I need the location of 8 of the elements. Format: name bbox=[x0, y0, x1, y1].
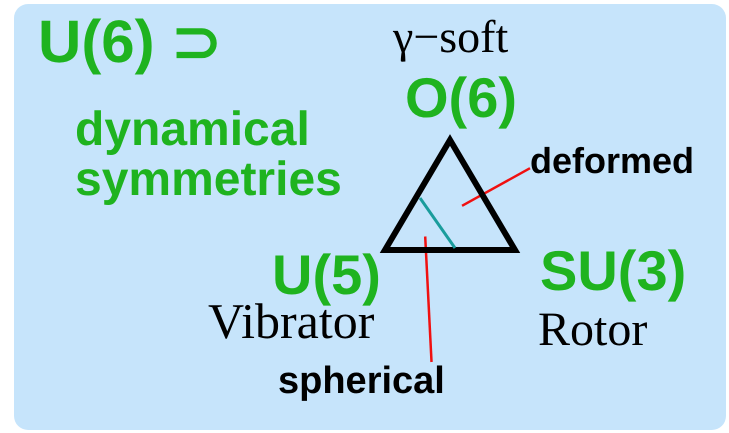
heading: dynamical symmetries bbox=[75, 105, 343, 206]
callout-label: deformed bbox=[530, 143, 694, 179]
leader-line bbox=[461, 167, 531, 207]
vertex-caption: Rotor bbox=[538, 306, 648, 354]
vertex-caption: γ−soft bbox=[393, 14, 508, 60]
group-label: U(6) ⊃ bbox=[38, 12, 222, 72]
leader-line bbox=[424, 236, 433, 362]
callout-label: spherical bbox=[278, 362, 445, 400]
